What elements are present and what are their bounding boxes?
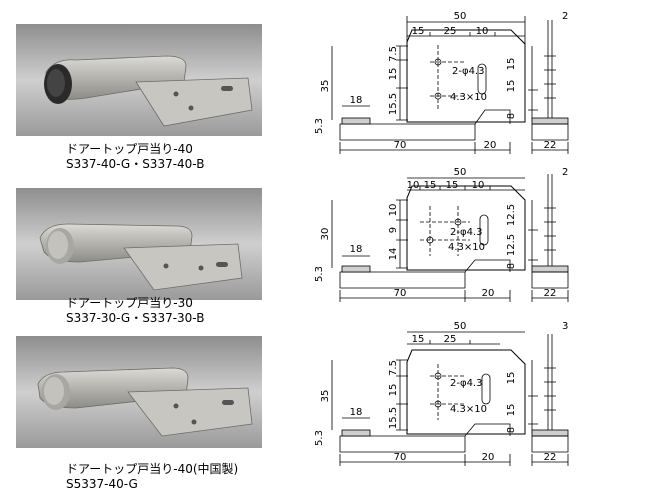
dim-hole: 2-φ4.3 [450,227,482,238]
dim-base-b: 20 [482,452,495,463]
dim-top-a: 10 [407,180,420,191]
dim-stop-height: 5.3 [314,118,325,134]
dim-hole: 2-φ4.3 [452,66,484,77]
dim-top-b: 25 [444,26,457,37]
dim-right-b: 15 [506,80,517,93]
product-name: ドアートップ戸当り-40 [66,142,193,156]
product-row-1: ドアートップ戸当り-40 S337-40-G・S337-40-B 50 15 [0,0,660,171]
dim-top-d: 10 [472,180,485,191]
dim-height: 30 [320,228,331,241]
dim-width: 50 [454,167,467,178]
dim-slot: 4.3×10 [450,92,487,103]
product-codes: S5337-40-G [66,477,138,491]
product-row-3: ドアートップ戸当り-40(中国製) S5337-40-G 50 15 25 35… [0,320,660,491]
product-codes: S337-30-G・S337-30-B [66,311,205,325]
dim-right-a: 15 [506,58,517,71]
dim-top-a: 15 [412,26,425,37]
dim-right-a: 12.5 [506,204,517,226]
product-caption-2: ドアートップ戸当り-30 S337-30-G・S337-30-B [66,296,204,326]
dim-side-base: 22 [544,288,557,299]
technical-drawing-3: 50 15 25 35 7.5 15 15.5 15 15 8 2-φ4.3 4… [314,321,569,466]
dim-left-c: 15.5 [388,407,399,429]
dim-top-b: 15 [424,180,437,191]
dim-base-a: 70 [394,288,407,299]
dim-base-a: 70 [394,452,407,463]
dim-side-base: 22 [544,452,557,463]
technical-drawing-2: 50 10 15 15 10 30 10 9 14 12.5 12.5 8 2-… [314,167,569,302]
dim-left-b: 9 [388,227,399,233]
dim-base-b: 20 [482,288,495,299]
dim-stop-width: 18 [350,95,363,106]
dim-left-c: 15.5 [388,93,399,115]
technical-drawing-1: 50 15 25 10 35 7.5 15 15.5 15 15 8 2-φ4.… [314,11,569,154]
dim-stop-height: 5.3 [314,430,325,446]
product-photo-1 [16,24,262,136]
dim-right-c: 8 [506,263,517,269]
dim-width: 50 [454,11,467,22]
dim-left-a: 10 [388,204,399,217]
product-name: ドアートップ戸当り-30 [66,296,193,310]
dim-slot: 4.3×10 [448,242,485,253]
product-codes: S337-40-G・S337-40-B [66,157,205,171]
dim-side-top: 2 [562,167,568,178]
dim-top-a: 15 [412,334,425,345]
dim-height: 35 [320,390,331,403]
dim-stop-height: 5.3 [314,266,325,282]
dim-hole: 2-φ4.3 [450,378,482,389]
dim-slot: 4.3×10 [450,404,487,415]
dim-left-a: 7.5 [388,360,399,376]
dim-top-c: 15 [446,180,459,191]
dim-height: 35 [320,80,331,93]
dim-top-c: 10 [476,26,489,37]
product-caption-3: ドアートップ戸当り-40(中国製) S5337-40-G [66,462,238,492]
dim-base-b: 20 [484,140,497,151]
dim-base-a: 70 [394,140,407,151]
product-photo-2 [16,188,262,300]
dim-width: 50 [454,321,467,332]
dim-stop-width: 18 [350,407,363,418]
dim-stop-width: 18 [350,244,363,255]
dim-side-top: 2 [562,11,568,22]
dim-right-c: 8 [506,427,517,433]
dim-side-base: 22 [544,140,557,151]
dim-right-c: 8 [506,113,517,119]
dim-left-a: 7.5 [388,46,399,62]
dim-side-top: 3 [562,321,568,332]
dim-right-b: 15 [506,404,517,417]
dim-left-b: 15 [388,384,399,397]
dim-left-b: 15 [388,68,399,81]
dim-left-c: 14 [388,248,399,261]
dim-top-b: 25 [444,334,457,345]
product-row-2: ドアートップ戸当り-30 S337-30-G・S337-30-B 50 10 1… [0,160,660,325]
product-name: ドアートップ戸当り-40(中国製) [66,462,239,476]
product-caption-1: ドアートップ戸当り-40 S337-40-G・S337-40-B [66,142,204,172]
product-photo-3 [16,336,262,448]
dim-right-b: 12.5 [506,234,517,256]
dim-right-a: 15 [506,372,517,385]
